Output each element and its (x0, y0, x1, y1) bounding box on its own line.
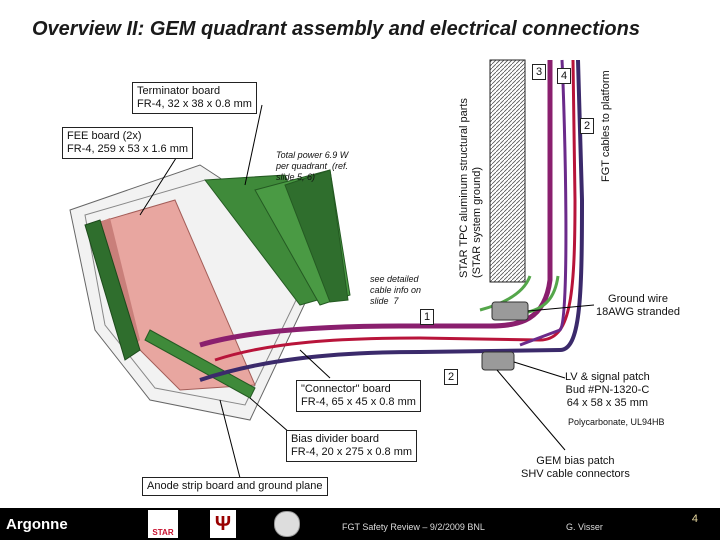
cable-purple-2 (519, 59, 568, 347)
ground-patch-box (491, 301, 529, 321)
cable-number-2-top: 2 (580, 118, 595, 134)
ground-wire (479, 275, 532, 312)
leader-gem-bias (496, 369, 566, 451)
fee-board-left (84, 219, 141, 361)
leader-terminator (244, 104, 263, 186)
fee-board-right-3 (284, 169, 349, 303)
cable-number-3: 3 (532, 64, 547, 80)
leader-anode (219, 399, 241, 479)
lv-signal-patch-box (481, 351, 515, 371)
seal-logo (274, 511, 300, 537)
footer-review: FGT Safety Review – 9/2/2009 BNL (342, 522, 485, 532)
bias-divider-label: Bias divider board FR-4, 20 x 275 x 0.8 … (286, 430, 418, 462)
structural-aluminum-part (489, 59, 526, 283)
gem-bias-patch-label: GEM bias patch SHV cable connectors (521, 455, 630, 480)
cable-number-1: 1 (420, 309, 435, 325)
footer-bar (0, 508, 720, 540)
leader-bias (249, 397, 291, 434)
detailed-cable-note: see detailed cable info on slide 7 (370, 274, 422, 306)
fee-board-label: FEE board (2x) FR-4, 259 x 53 x 1.6 mm (62, 127, 194, 159)
page-number: 4 (691, 513, 698, 525)
terminator-board-label: Terminator board FR-4, 32 x 38 x 0.8 mm (132, 82, 257, 114)
structural-parts-label: STAR TPC aluminum structural parts (STAR… (458, 98, 483, 278)
polycarbonate-label: Polycarbonate, UL94HB (568, 417, 665, 427)
indiana-logo: Ψ (210, 510, 236, 538)
cable-number-4: 4 (557, 68, 572, 84)
anode-board-edge (100, 218, 140, 345)
cable-red (214, 59, 577, 362)
cable-number-2-mid: 2 (444, 369, 459, 385)
star-logo: STAR (148, 510, 178, 538)
connector-board-label: "Connector" board FR-4, 65 x 45 x 0.8 mm (296, 380, 421, 412)
assembly-illustration (69, 59, 595, 479)
ground-wire-2 (527, 275, 560, 314)
leader-fee (139, 154, 179, 216)
fgt-cables-label: FGT cables to platform (600, 70, 612, 182)
leader-connector (299, 349, 331, 379)
leader-lv (513, 361, 566, 379)
slide-title: Overview II: GEM quadrant assembly and e… (32, 18, 640, 40)
argonne-logo: Argonne (6, 516, 68, 533)
total-power-note: Total power 6.9 W per quadrant (ref. sli… (276, 150, 349, 182)
leader-ground (527, 304, 595, 312)
lv-signal-patch-label: LV & signal patch Bud #PN-1320-C 64 x 58… (565, 371, 650, 409)
cable-dark-blue (199, 59, 585, 382)
anode-strip-label: Anode strip board and ground plane (142, 477, 328, 496)
footer-author: G. Visser (566, 522, 603, 532)
ground-wire-label: Ground wire 18AWG stranded (596, 293, 680, 318)
